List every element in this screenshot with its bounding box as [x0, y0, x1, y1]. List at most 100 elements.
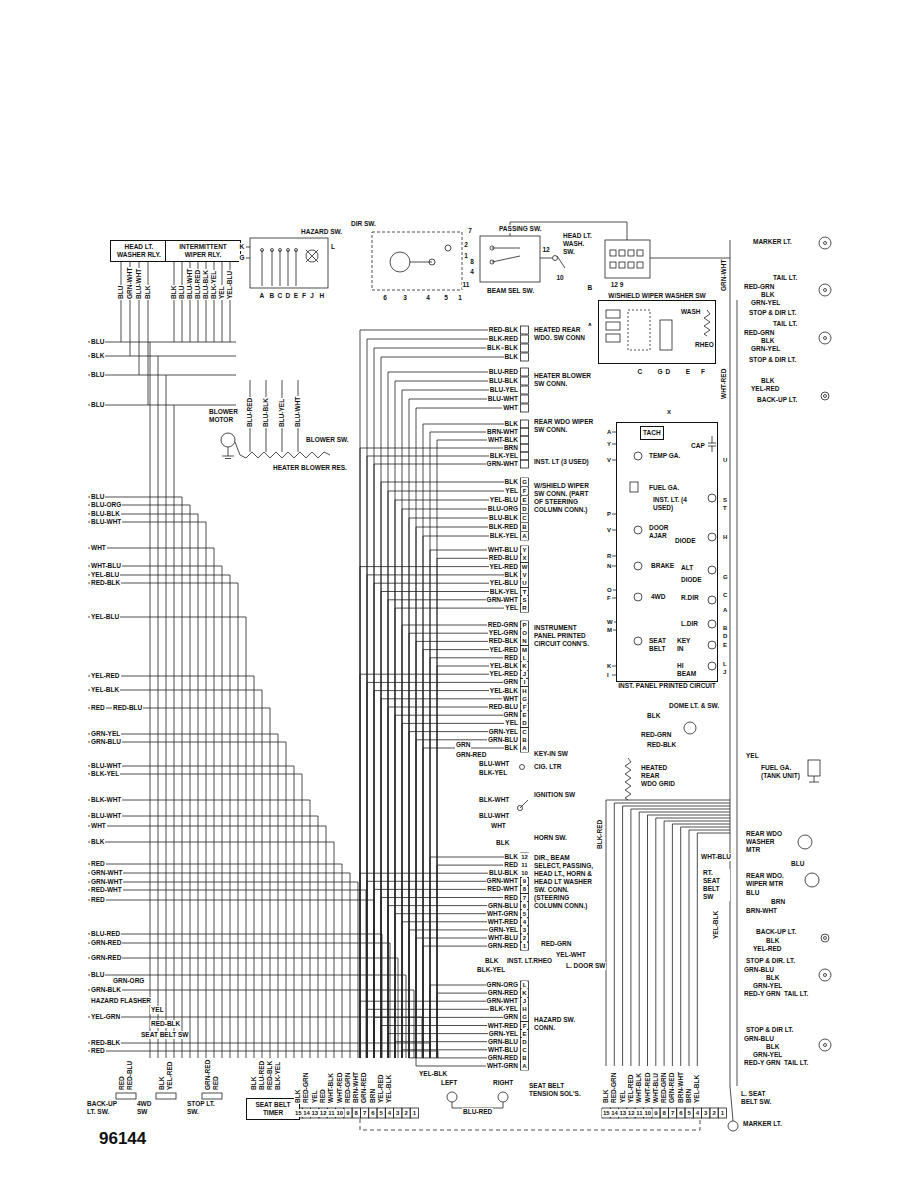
terminal-id: G [657, 368, 664, 376]
component-label: GRN-YEL [752, 982, 783, 990]
pin-letter: Y [522, 546, 528, 554]
connector-pin [521, 335, 529, 343]
wire-color-label: RED-BLK [488, 637, 519, 645]
pin-letter: L [522, 654, 528, 662]
relay-wire [148, 262, 149, 405]
pin-letter: D [521, 1038, 527, 1046]
wire-color-label: RED-BLK [150, 1020, 181, 1028]
wire-color-label: RED-BLU [126, 1060, 134, 1091]
connector-cavity [344, 1108, 352, 1118]
wire-color-label: GRN-RED [360, 1072, 368, 1104]
pin-number: 8 [354, 1109, 359, 1117]
harness-wire [88, 900, 374, 901]
harness-wire [88, 934, 382, 935]
pin-number: 3 [395, 1109, 400, 1117]
wire-color-label: WHT [502, 695, 519, 703]
wire-color-label: BLK [504, 853, 519, 861]
harness-wire [88, 1017, 422, 1018]
harness-wire [631, 809, 730, 1066]
switch-wire [650, 258, 730, 259]
harness-wire [374, 348, 519, 1058]
gauge-label: INST. LT. (4 USED) [652, 496, 694, 512]
indicator-lamp-symbol [634, 637, 642, 645]
connector-name: HEATER BLOWER SW CONN. [533, 372, 597, 388]
terminal-id: F [606, 594, 612, 602]
harness-wire [302, 774, 303, 1058]
passing-switch [480, 236, 540, 282]
wire-color-label: BLU-WHT [294, 396, 302, 428]
wire-color-label: BLK-RED [488, 335, 519, 343]
switch-contact [637, 250, 643, 256]
harness-wire [416, 408, 519, 1058]
wire-color-label: BLU [178, 285, 186, 300]
wire-color-label: GRN-YEL [488, 1030, 519, 1038]
connector-cavity [336, 1108, 344, 1118]
pin-number: 12 [319, 1109, 328, 1117]
connector-pin [521, 894, 529, 902]
component-label: SEAT BELT TENSION SOL'S. [528, 1082, 586, 1098]
wire-color-label: WHT-BLU [90, 562, 122, 570]
wire-color-label: GRN-BLU [487, 902, 519, 910]
pin-letter: R [521, 604, 527, 612]
pin-number: 11 [635, 1109, 643, 1117]
component-label: RED-GRN [640, 731, 672, 739]
component-label: LEFT [440, 1079, 458, 1087]
component-label: GRN-YEL [750, 345, 781, 353]
wire-color-label: BLK-YEL [489, 588, 519, 596]
pin-number: 9 [345, 1109, 350, 1117]
ground-symbol [225, 458, 231, 459]
ground-symbol [222, 456, 234, 457]
wire-color-label: YEL-GRN [90, 1013, 121, 1021]
connector-pin [521, 523, 529, 531]
harness-wire [318, 816, 319, 1058]
wire-color-label: WHT-RED [336, 1072, 344, 1104]
connector-pin [521, 377, 529, 385]
harness-wire [395, 715, 519, 1058]
wire-color-label: WHT-GRN [486, 1062, 519, 1070]
wire-color-label: GRN-YEL [488, 728, 519, 736]
harness-wire [360, 448, 519, 1058]
wire-color-label: BLU-BLK [202, 269, 210, 300]
harness-wire [406, 975, 407, 1058]
pin-letter: V [522, 571, 528, 579]
connector-pin [521, 719, 529, 727]
terminal-id: F [700, 368, 706, 376]
connector-cavity [619, 1108, 627, 1118]
wire-color-label: BLK [90, 352, 105, 360]
terminal-id: 12 9 [610, 281, 625, 289]
indicator-lamp-symbol [634, 526, 642, 534]
wiper-switch-contacts [605, 240, 650, 278]
harness-wire [88, 1051, 438, 1052]
pin-letter: X [522, 554, 528, 562]
component-label: GRN-YEL [752, 1051, 783, 1059]
switch-wire [246, 247, 250, 248]
connector-name: HAZARD SW. CONN. [533, 1016, 597, 1032]
switch-contact [490, 246, 494, 250]
component-label: GRN-BLU [743, 1035, 775, 1043]
connector-cavity [402, 1108, 410, 1118]
connector-pin [521, 1046, 529, 1054]
pin-letter: F [522, 487, 528, 495]
relay-box: INTERMITTENT WIPER RLY. [165, 240, 241, 262]
connector-pin [521, 514, 529, 522]
component-label: GRN-BLU [743, 966, 775, 974]
connector-cavity [319, 1108, 327, 1118]
wire-color-label: GRN-RED [668, 1072, 676, 1104]
connector-pin [521, 604, 529, 612]
hazard-lamp-symbol [306, 250, 318, 262]
connector-pin [521, 646, 529, 654]
harness-wire [88, 975, 406, 976]
connector-pin [521, 368, 529, 376]
connector-cavity [660, 1108, 668, 1118]
pin-letter: J [522, 997, 527, 1005]
terminal-id: M [606, 626, 613, 634]
lamp-filament [824, 337, 827, 340]
harness-wire [294, 766, 295, 1058]
connector-pin [521, 596, 529, 604]
wire-color-label: RED [503, 861, 519, 869]
wire-color-label: RED-BLK [90, 579, 121, 587]
harness-wire [360, 674, 519, 1058]
connector-cavity [302, 1108, 310, 1118]
solenoid-symbol [447, 1092, 457, 1102]
wire-color-label: BLU [117, 285, 125, 300]
